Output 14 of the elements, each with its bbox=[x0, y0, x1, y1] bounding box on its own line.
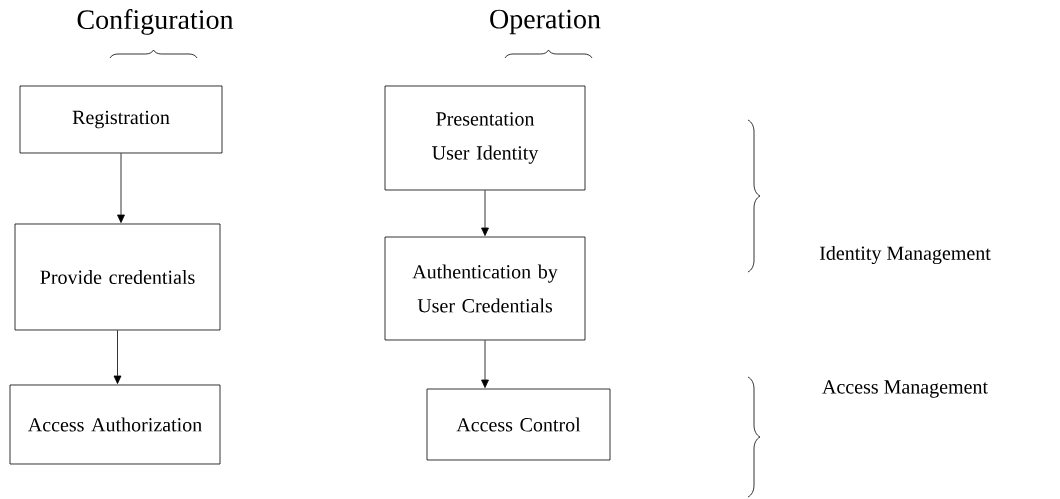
process-box: Provide credentials bbox=[14, 223, 221, 331]
process-box: Authentication by User Credentials bbox=[384, 236, 586, 341]
process-box: Registration bbox=[19, 85, 223, 154]
process-box: Presentation User Identity bbox=[384, 85, 586, 191]
arrow bbox=[481, 340, 489, 388]
heading: Configuration bbox=[77, 9, 234, 35]
arrow bbox=[117, 153, 125, 223]
process-box: Access Authorization bbox=[9, 384, 221, 465]
arrow bbox=[113, 330, 122, 384]
arrow bbox=[481, 190, 489, 236]
process-box: Access Control bbox=[426, 388, 611, 461]
heading: Identity Management bbox=[819, 245, 991, 265]
heading: Operation bbox=[490, 9, 601, 35]
heading: Access Management bbox=[822, 380, 988, 398]
